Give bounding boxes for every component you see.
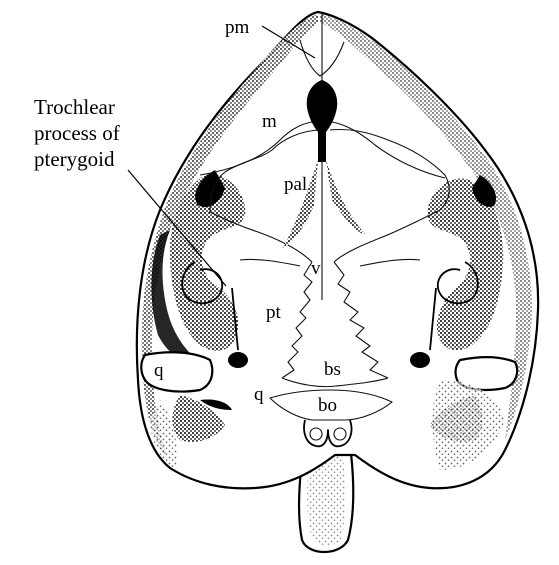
left-quadrate (141, 352, 212, 391)
right-foramen (410, 352, 430, 368)
label-q-upper: q (154, 360, 164, 381)
label-m: m (262, 111, 277, 132)
left-foramen (228, 352, 248, 368)
label-trochlear-line2: process of (34, 121, 120, 145)
label-bo: bo (318, 395, 337, 416)
label-bs: bs (324, 359, 341, 380)
label-q-lower: q (254, 384, 264, 405)
label-pm: pm (225, 17, 250, 38)
label-pt: pt (266, 302, 282, 323)
label-pal: pal (284, 174, 307, 195)
label-trochlear-line3: pterygoid (34, 147, 115, 171)
label-v: v (311, 258, 321, 279)
choanal-channel (318, 132, 326, 162)
label-trochlear-line1: Trochlear (34, 95, 115, 119)
